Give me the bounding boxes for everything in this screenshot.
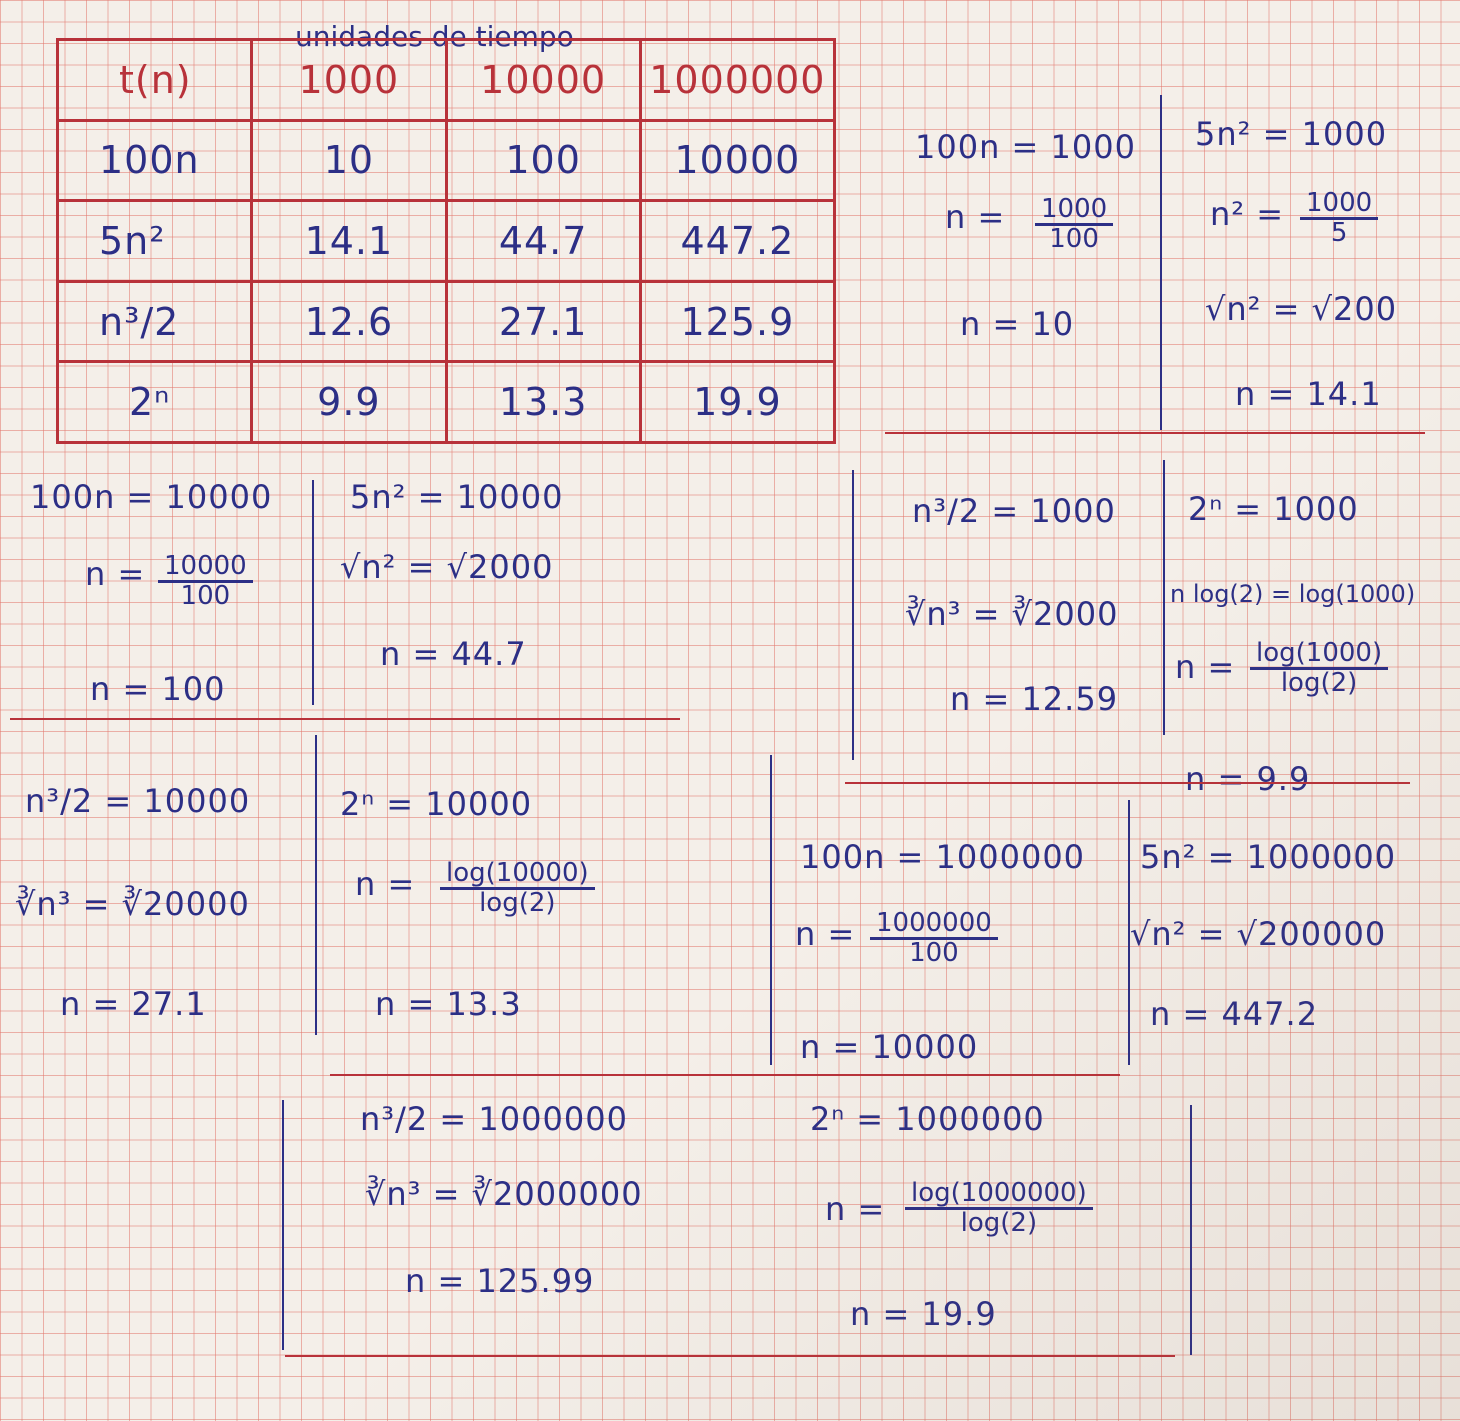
brace-divider <box>282 1100 284 1350</box>
equation-lhs: n = <box>825 1190 886 1228</box>
equation-lhs: n = <box>945 198 1006 236</box>
fraction-denominator: 100 <box>1049 224 1099 255</box>
fraction-numerator: 10000 <box>158 552 253 584</box>
fraction-denominator: 100 <box>909 938 959 969</box>
table-row: 2ⁿ 9.9 13.3 19.9 <box>55 360 837 444</box>
root-step: ∛n³ = ∛2000000 <box>365 1175 643 1213</box>
fraction-numerator: 1000 <box>1035 195 1114 227</box>
equation: n³/2 = 1000000 <box>360 1100 628 1138</box>
fraction: log(10000) log(2) <box>440 859 595 919</box>
table-row: 5n² 14.1 44.7 447.2 <box>55 199 837 283</box>
result: n = 100 <box>90 670 226 708</box>
equation-lhs: n² = <box>1210 195 1285 233</box>
result: n = 44.7 <box>380 635 527 673</box>
root-step: √n² = √2000 <box>340 548 554 586</box>
equation: 100n = 10000 <box>30 478 273 516</box>
fraction-denominator: 100 <box>180 581 231 612</box>
result: n = 12.59 <box>950 680 1119 718</box>
table-cell: 27.1 <box>444 279 642 364</box>
equation: 2ⁿ = 1000 <box>1188 490 1359 528</box>
brace-divider <box>1160 95 1162 430</box>
equation-lhs: n = <box>795 915 856 953</box>
row-label: n³/2 <box>55 279 254 364</box>
fraction-numerator: log(1000) <box>1250 639 1389 671</box>
root-step: ∛n³ = ∛2000 <box>905 595 1119 633</box>
table-cell: 10 <box>250 118 448 203</box>
equation-lhs: n = <box>1175 648 1236 686</box>
row-label: 100n <box>55 118 254 203</box>
header-cell: t(n) <box>55 38 254 122</box>
fraction: 10000 100 <box>158 552 253 612</box>
table-row: n³/2 12.6 27.1 125.9 <box>55 279 837 364</box>
table-cell: 12.6 <box>250 279 448 364</box>
root-step: √n² = √200 <box>1205 290 1398 328</box>
brace-divider <box>1128 800 1130 1065</box>
result: n = 14.1 <box>1235 375 1382 413</box>
result: n = 13.3 <box>375 985 522 1023</box>
section-divider <box>885 432 1425 434</box>
table-cell: 100 <box>444 118 642 203</box>
row-label: 2ⁿ <box>55 360 254 444</box>
equation: 5n² = 10000 <box>350 478 564 516</box>
section-divider <box>285 1355 1175 1357</box>
root-step: √n² = √200000 <box>1130 915 1387 953</box>
brace-divider <box>770 755 772 1065</box>
equation-lhs: n = <box>355 865 416 903</box>
fraction-numerator: log(10000) <box>440 859 595 891</box>
equation: n³/2 = 10000 <box>25 782 251 820</box>
brace-divider <box>312 480 314 705</box>
header-cell: 10000 <box>444 38 642 122</box>
brace-divider <box>1190 1105 1192 1355</box>
equation: 100n = 1000000 <box>800 838 1086 876</box>
equation-lhs: n = <box>85 555 146 593</box>
equation: 2ⁿ = 10000 <box>340 785 533 823</box>
table-row: 100n 10 100 10000 <box>55 118 837 203</box>
table-cell: 9.9 <box>250 360 448 444</box>
fraction-denominator: log(2) <box>960 1208 1038 1239</box>
table-cell: 447.2 <box>638 199 837 283</box>
table-cell: 10000 <box>638 118 837 203</box>
equation: 5n² = 1000 <box>1195 115 1388 153</box>
section-divider <box>330 1074 1120 1076</box>
table-cell: 44.7 <box>444 199 642 283</box>
equation: 2ⁿ = 1000000 <box>810 1100 1045 1138</box>
equation: 100n = 1000 <box>915 128 1136 166</box>
header-cell: 1000000 <box>638 38 837 122</box>
log-step: n log(2) = log(1000) <box>1170 580 1416 608</box>
time-units-table: t(n) 1000 10000 1000000 100n 10 100 1000… <box>55 38 837 444</box>
equation: n³/2 = 1000 <box>912 492 1116 530</box>
section-divider <box>10 718 680 720</box>
fraction-numerator: 1000000 <box>870 909 998 941</box>
result: n = 125.99 <box>405 1262 595 1300</box>
result: n = 447.2 <box>1150 995 1319 1033</box>
table-cell: 19.9 <box>638 360 837 444</box>
fraction-denominator: 5 <box>1330 218 1348 249</box>
brace-divider <box>852 470 854 760</box>
header-cell: 1000 <box>250 38 448 122</box>
brace-divider <box>1163 460 1165 735</box>
fraction: 1000 100 <box>1035 195 1114 255</box>
result: n = 19.9 <box>850 1295 997 1333</box>
root-step: ∛n³ = ∛20000 <box>15 885 250 923</box>
result: n = 9.9 <box>1185 760 1311 798</box>
table-header-row: t(n) 1000 10000 1000000 <box>55 38 837 122</box>
result: n = 10 <box>960 305 1075 343</box>
fraction-numerator: 1000 <box>1300 189 1379 221</box>
fraction: 1000 5 <box>1300 189 1379 249</box>
fraction-denominator: log(2) <box>1280 668 1358 699</box>
brace-divider <box>315 735 317 1035</box>
fraction: log(1000) log(2) <box>1250 639 1389 699</box>
result: n = 27.1 <box>60 985 207 1023</box>
fraction: log(1000000) log(2) <box>905 1179 1093 1239</box>
fraction: 1000000 100 <box>870 909 998 969</box>
equation: 5n² = 1000000 <box>1140 838 1397 876</box>
result: n = 10000 <box>800 1028 979 1066</box>
row-label: 5n² <box>55 199 254 283</box>
section-divider <box>845 782 1410 784</box>
table-cell: 125.9 <box>638 279 837 364</box>
fraction-denominator: log(2) <box>479 888 556 919</box>
fraction-numerator: log(1000000) <box>905 1179 1093 1211</box>
table-cell: 14.1 <box>250 199 448 283</box>
table-cell: 13.3 <box>444 360 642 444</box>
